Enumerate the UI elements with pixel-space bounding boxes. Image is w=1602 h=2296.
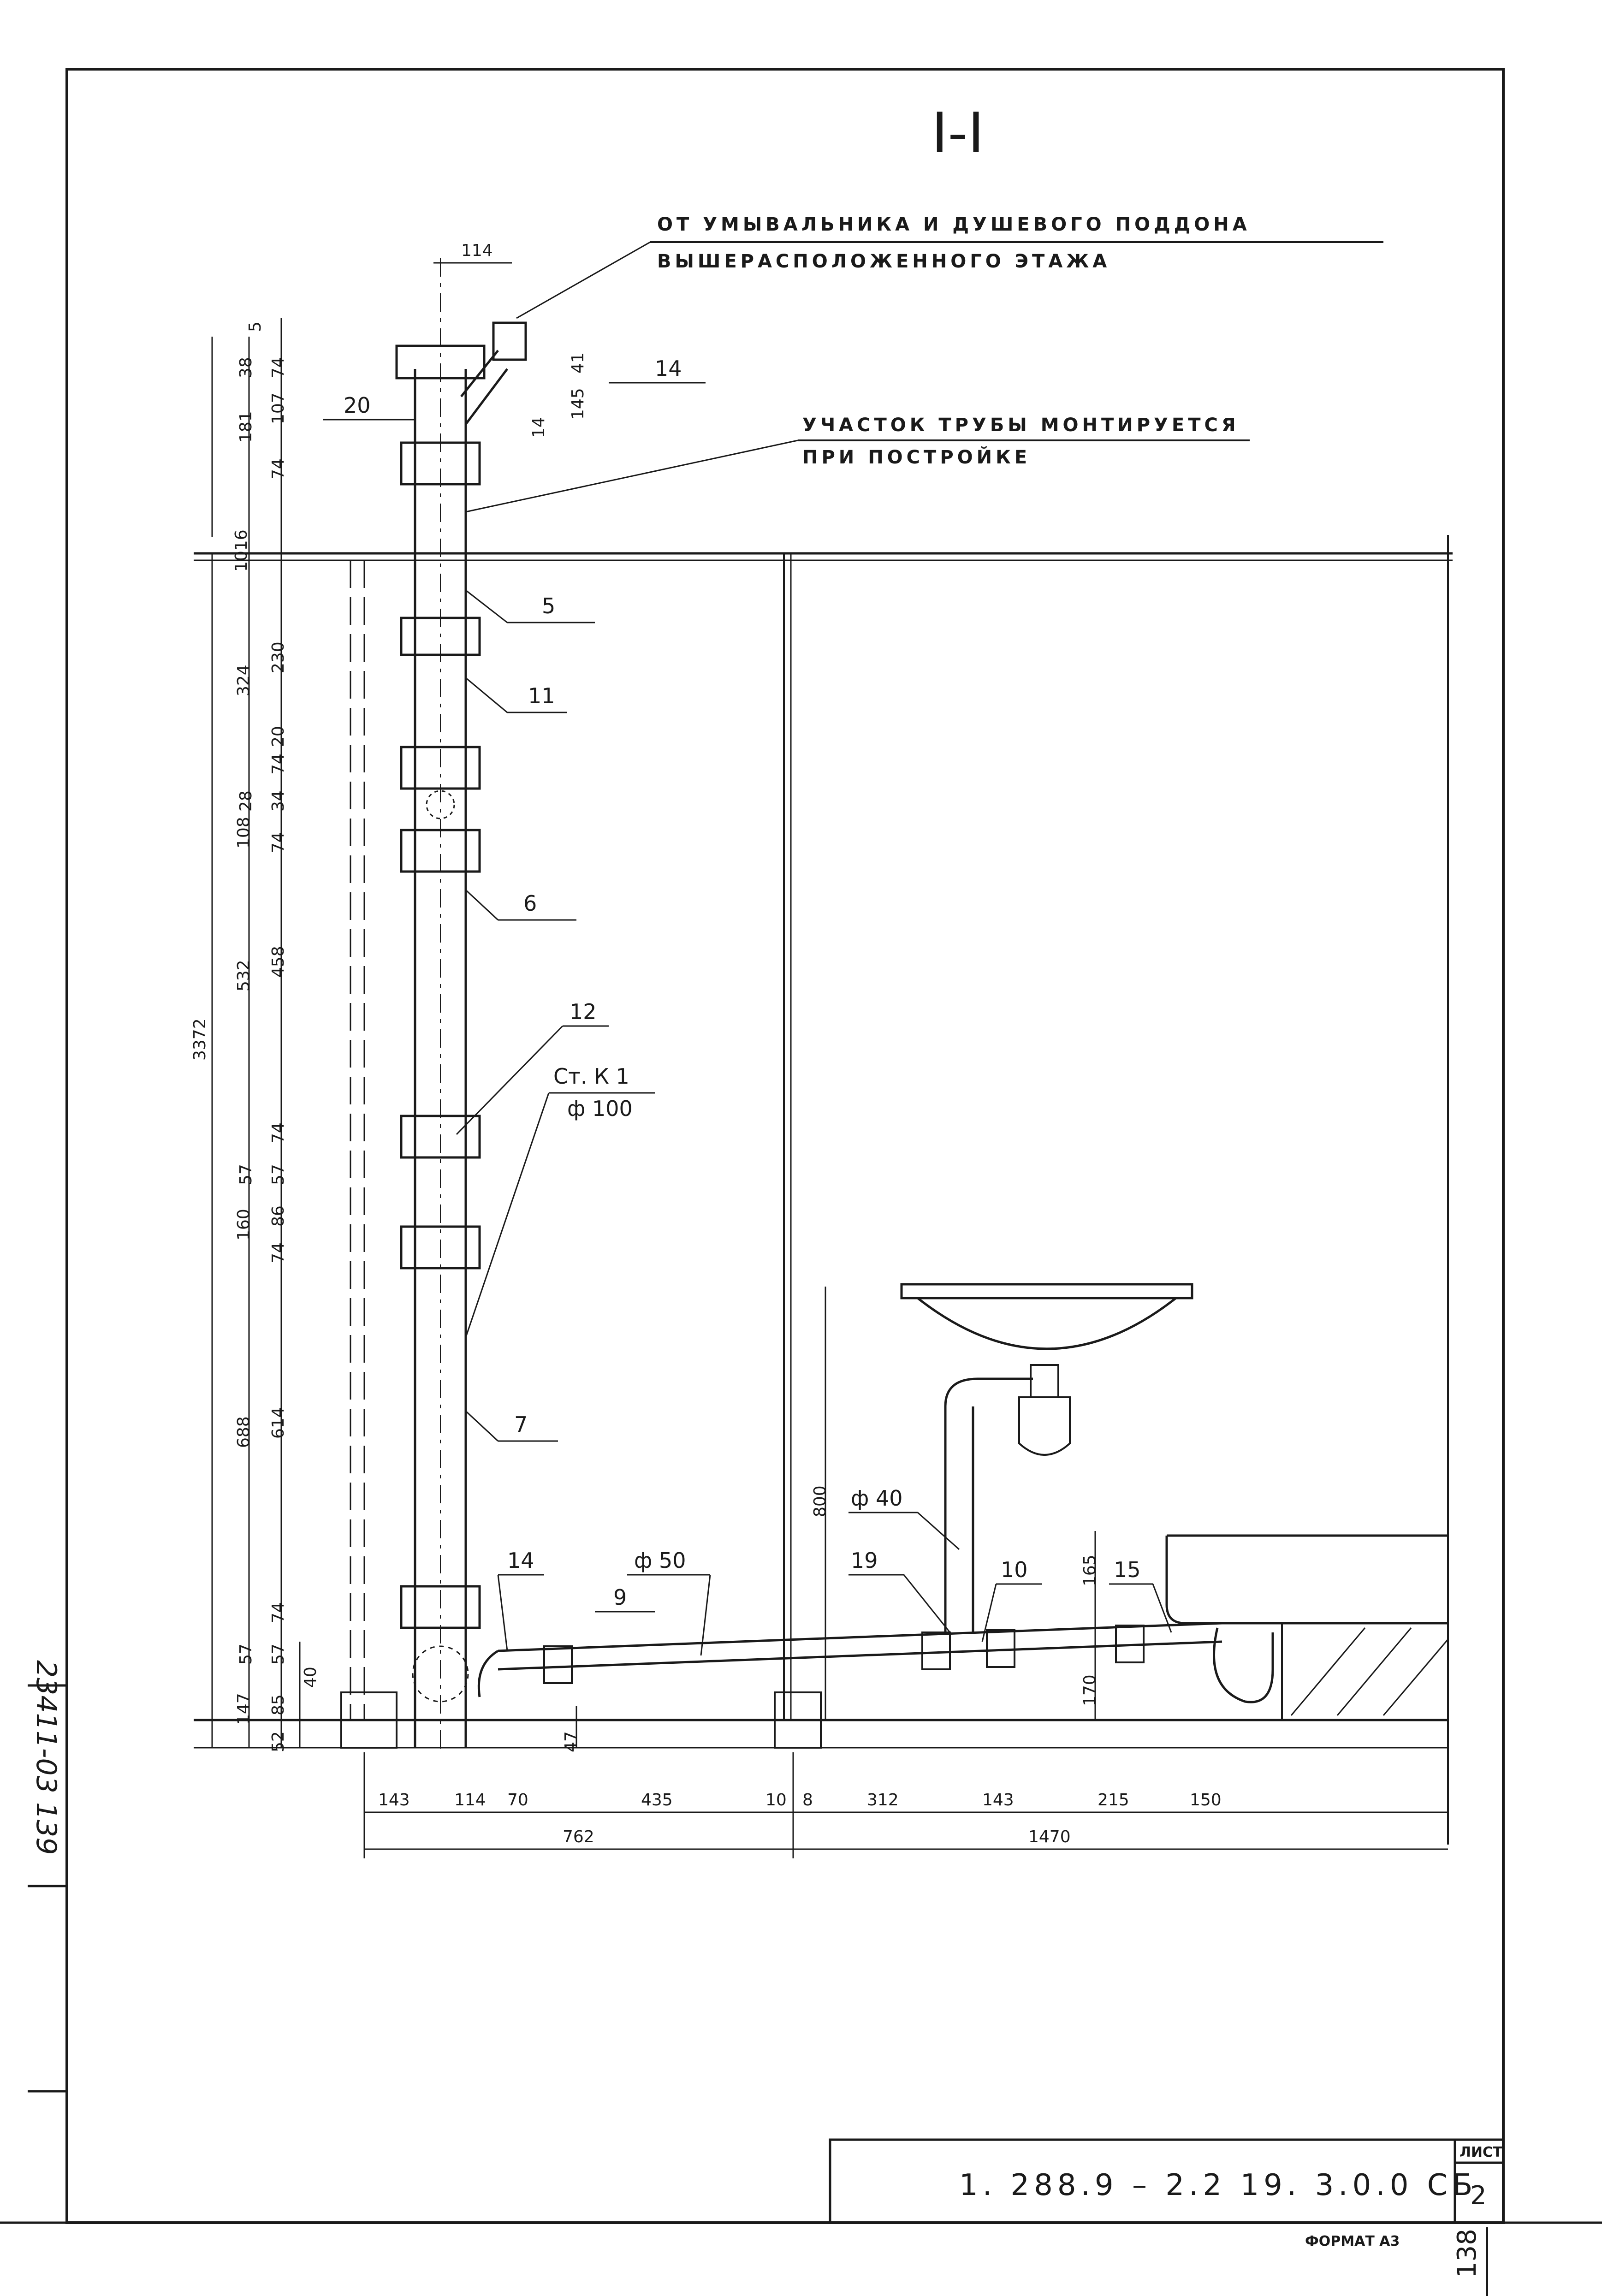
dimension-label: 762 [563,1827,594,1846]
dimension-label: 147 [234,1693,253,1725]
dimension-label: 170 [1080,1674,1099,1706]
dimension-label: 1470 [1028,1827,1071,1846]
callout-20: 20 [344,393,371,418]
dimension-label: 38 [237,357,255,378]
riser-pipe [395,258,527,1752]
dimension-label: 614 [269,1407,288,1439]
format-label: ФОРМАТ А3 [1305,2233,1400,2249]
archive-number: 23411-03 139 [30,1660,62,1855]
dimension-label: 74 [269,458,288,480]
washbasin [900,1283,1193,1456]
dimension-label: 230 [269,641,288,673]
callout-11: 11 [528,683,555,708]
dimension-label: 74 [269,357,288,378]
diameter-50: ф 50 [634,1548,686,1573]
callout-14-bottom: 14 [507,1548,534,1573]
dimension-label: 57 [269,1164,288,1185]
diameter-40: ф 40 [851,1486,902,1511]
dimension-label: 85 [269,1694,288,1715]
callout-6: 6 [523,891,537,916]
dimension-label: 10 [765,1791,787,1810]
dimension-label: 52 [269,1731,288,1752]
note-pipe-line1: УЧАСТОК ТРУБЫ МОНТИРУЕТСЯ [802,415,1240,436]
document-code: 1. 288.9 – 2.2 19. 3.0.0 СБ [959,2168,1477,2202]
dimension-label: 74 [269,1602,288,1623]
dimension-label: 5 [246,321,265,332]
callout-15: 15 [1114,1557,1141,1582]
dimension-label: 20 [269,726,288,747]
callout-5: 5 [542,593,555,618]
dimension-label: 215 [1098,1791,1129,1810]
dimension-label: 86 [269,1205,288,1227]
dimension-label: 70 [507,1791,528,1810]
dimension-label: 114 [461,241,493,260]
dimension-label: 14 [529,417,548,438]
dimension-label: 41 [569,352,587,374]
sheet-frame [65,68,1505,2224]
note-upper-line1: ОТ УМЫВАЛЬНИКА И ДУШЕВОГО ПОДДОНА [657,214,1251,235]
dimension-label: 57 [269,1643,288,1665]
sheet-number: 2 [1470,2181,1487,2211]
note-pipe-line2: ПРИ ПОСТРОЙКЕ [802,446,1031,468]
dimension-label: 47 [562,1731,581,1752]
dimension-label: 8 [802,1791,813,1810]
dimension-label: 160 [234,1209,253,1240]
dimension-label: 532 [234,960,253,991]
dimension-label: 34 [269,790,288,812]
callout-19: 19 [851,1548,878,1573]
dimension-label: 324 [234,664,253,696]
riser-diameter: ф 100 [567,1096,633,1121]
sheet-label: ЛИСТ [1460,2144,1502,2160]
note-upper-line2: ВЫШЕРАСПОЛОЖЕННОГО ЭТАЖА [657,251,1110,272]
dimension-label: 57 [237,1164,255,1185]
dimension-label: 114 [454,1791,486,1810]
dimension-label: 312 [867,1791,899,1810]
dimension-label: 165 [1080,1554,1099,1586]
section-title: I-I [932,101,984,166]
callout-12: 12 [570,999,597,1024]
dimension-label: 107 [269,392,288,424]
callout-7: 7 [514,1412,528,1437]
dimension-label: 143 [378,1791,410,1810]
dimension-label: 458 [269,946,288,978]
dimension-label: 40 [301,1667,320,1688]
dimension-label: 74 [269,1122,288,1144]
title-block [829,2138,1505,2224]
dimension-label: 435 [641,1791,673,1810]
dimension-label: 181 [237,411,255,443]
horizontal-drain [477,1377,1222,1697]
dimension-label: 74 [269,832,288,853]
riser-label: Ст. К 1 [553,1064,629,1089]
dimension-label: 3372 [190,1018,209,1061]
shower-tray [1165,1534,1449,1721]
dimension-label: 143 [982,1791,1014,1810]
dimension-label: 74 [269,753,288,775]
callout-14-top: 14 [655,356,682,381]
callout-10: 10 [1001,1557,1028,1582]
dimension-label: 145 [569,388,587,420]
dimension-label: 800 [811,1485,830,1517]
page-stamp: 138 [1452,2229,1482,2278]
dimension-label: 1016 [232,529,251,572]
dimension-label: 108 [234,817,253,848]
callout-9: 9 [613,1585,627,1610]
dimension-label: 57 [237,1643,255,1665]
dimension-label: 150 [1190,1791,1222,1810]
dimension-label: 688 [234,1416,253,1448]
dimension-label: 28 [237,790,255,812]
dimension-label: 74 [269,1242,288,1264]
